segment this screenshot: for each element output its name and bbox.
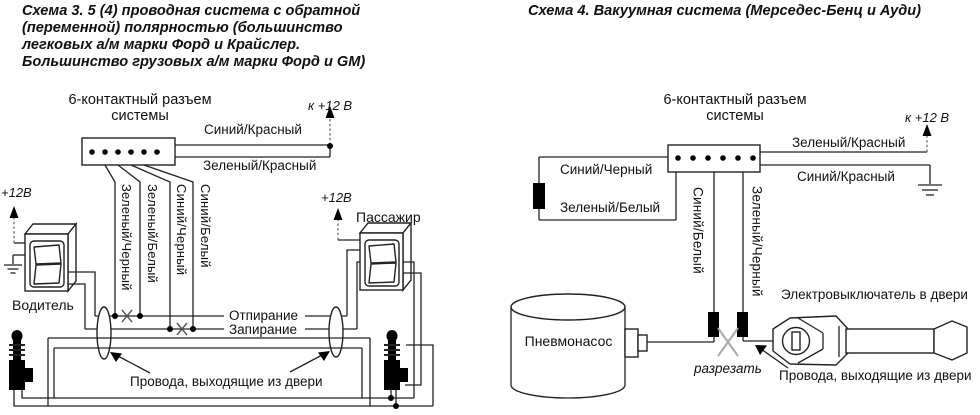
left-scheme-graphics — [4, 106, 434, 409]
arrowhead-icon — [318, 351, 330, 361]
right-vertical-wires — [708, 172, 774, 357]
left-wire-blue-red-label: Синий/Красный — [204, 122, 302, 137]
up-arrow-icon — [333, 208, 343, 220]
left-to-12v-label: к +12 В — [308, 98, 353, 113]
up-arrow-icon — [9, 206, 19, 218]
right-scheme-graphics — [510, 124, 968, 399]
unlock-label: Отпирание — [229, 308, 299, 323]
right-connector-box — [667, 144, 761, 173]
right-vwire-green-black-label: Зеленый/Черный — [749, 186, 765, 297]
arrowhead-icon — [755, 345, 767, 355]
right-door-wires-arrow — [755, 345, 789, 369]
right-connector-label: 6-контактный разъем системы — [635, 92, 835, 124]
left-title-line1: Схема 3. 5 (4) проводная система с обрат… — [22, 3, 361, 19]
left-bottom-wire-runs — [13, 337, 434, 409]
right-left-loop — [533, 156, 677, 221]
splice-connector — [737, 312, 748, 337]
left-vwire-green-black-label: Зеленый/Черный — [118, 184, 134, 291]
driver-plus12-label: +12В — [1, 185, 32, 200]
driver-lock-actuator — [9, 330, 33, 390]
passenger-switch — [333, 208, 422, 398]
passenger-plus12-label: +12В — [321, 190, 352, 205]
right-door-wires-label: Провода, выходящие из двери — [779, 368, 972, 383]
left-title-line2: (переменной) полярностью (большинство — [22, 20, 343, 36]
left-connector-label: 6-контактный разъем системы — [40, 92, 240, 124]
right-to-12v-label: к +12 В — [905, 110, 950, 125]
left-power-wires — [175, 106, 335, 158]
left-door-wires-label: Провода, выходящие из двери — [130, 374, 323, 389]
pneumatic-pump — [510, 293, 714, 399]
left-connector-label-line1: 6-контактный разъем — [68, 92, 212, 108]
right-wire-green-white-label: Зеленый/Белый — [560, 200, 661, 215]
pump-label: Пневмонасос — [524, 333, 613, 349]
door-handle-switch — [772, 315, 968, 366]
left-title-line3: легковых а/м марки Форд и Крайслер. — [22, 37, 301, 53]
lock-label: Запирание — [229, 322, 298, 337]
left-wire-green-red-label: Зеленый/Красный — [203, 158, 317, 173]
driver-switch — [4, 206, 96, 329]
left-vwire-green-white-label: Зеленый/Белый — [144, 184, 160, 283]
right-vwire-blue-white-label: Синий/Белый — [690, 187, 706, 274]
ground-icon — [4, 264, 22, 274]
right-wire-blue-red-label: Синий/Красный — [797, 169, 895, 184]
left-connector-box — [81, 137, 176, 166]
right-power-wires — [760, 124, 942, 196]
left-unlock-line — [95, 249, 360, 323]
ground-icon — [918, 184, 942, 196]
passenger-lock-actuator — [384, 330, 408, 390]
splice-connector — [708, 312, 719, 337]
left-vwire-blue-white-label: Синий/Белый — [197, 184, 213, 268]
up-arrow-icon — [922, 124, 932, 136]
splice-connector — [533, 183, 545, 209]
left-connector-label-line2: системы — [111, 108, 169, 124]
passenger-door-grommet — [328, 306, 344, 358]
left-door-wires-arrows — [110, 351, 330, 374]
right-wire-blue-black-label: Синий/Черный — [560, 162, 653, 177]
right-wire-green-red-label: Зеленый/Красный — [792, 135, 906, 150]
left-vwire-blue-black-label: Синий/Черный — [173, 184, 189, 276]
cut-label: разрезать — [694, 361, 762, 376]
up-arrow-icon — [325, 106, 335, 118]
driver-door-grommet — [96, 306, 112, 360]
left-title-line4: Большинство грузовых а/м марки Форд и GM… — [22, 54, 366, 70]
arrowhead-icon — [110, 352, 122, 362]
right-title: Схема 4. Вакуумная система (Мерседес-Бен… — [528, 3, 922, 19]
passenger-label: Пассажир — [356, 209, 421, 225]
right-connector-label-line2: системы — [706, 108, 764, 124]
door-switch-label: Электровыключатель в двери — [781, 287, 968, 302]
right-connector-label-line1: 6-контактный разъем — [663, 92, 807, 108]
driver-label: Водитель — [12, 297, 74, 313]
left-connector-fanout — [104, 164, 194, 329]
